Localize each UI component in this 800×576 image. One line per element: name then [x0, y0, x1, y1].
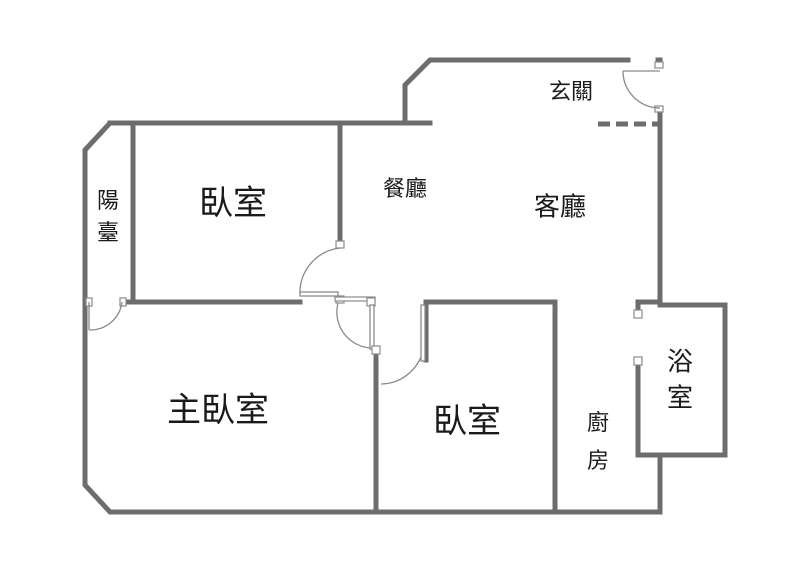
kitchen-label-2: 房 — [587, 449, 609, 474]
bedroom-bottom-label: 臥室 — [433, 402, 501, 442]
walls — [82, 57, 728, 515]
room-labels: 陽 臺 臥室 餐廳 客廳 玄關 主臥室 臥室 廚 房 浴 室 — [97, 80, 693, 474]
bedroom-bottom-door[interactable] — [371, 304, 426, 385]
bedroom-top-label: 臥室 — [199, 184, 267, 224]
bedroom-top-door[interactable] — [299, 240, 345, 304]
living-label: 客廳 — [534, 193, 586, 223]
entrance-door[interactable] — [622, 61, 664, 113]
bathroom-outer — [635, 302, 728, 458]
master-bedroom-label: 主臥室 — [167, 391, 269, 431]
doors — [85, 61, 664, 385]
entrance-label: 玄關 — [549, 80, 593, 105]
entrance-wall — [402, 57, 631, 126]
bathroom-label-1: 浴 — [667, 348, 693, 378]
balcony-label-2: 臺 — [97, 221, 119, 246]
dining-label: 餐廳 — [383, 177, 427, 202]
master-bedroom-door[interactable] — [334, 296, 376, 350]
bedroom-bottom-wall — [423, 299, 558, 515]
balcony-label-1: 陽 — [97, 189, 119, 214]
kitchen-label-1: 廚 — [587, 411, 609, 436]
balcony-door[interactable] — [85, 297, 127, 331]
bathroom-door[interactable] — [633, 309, 643, 366]
bathroom-label-2: 室 — [667, 384, 693, 414]
